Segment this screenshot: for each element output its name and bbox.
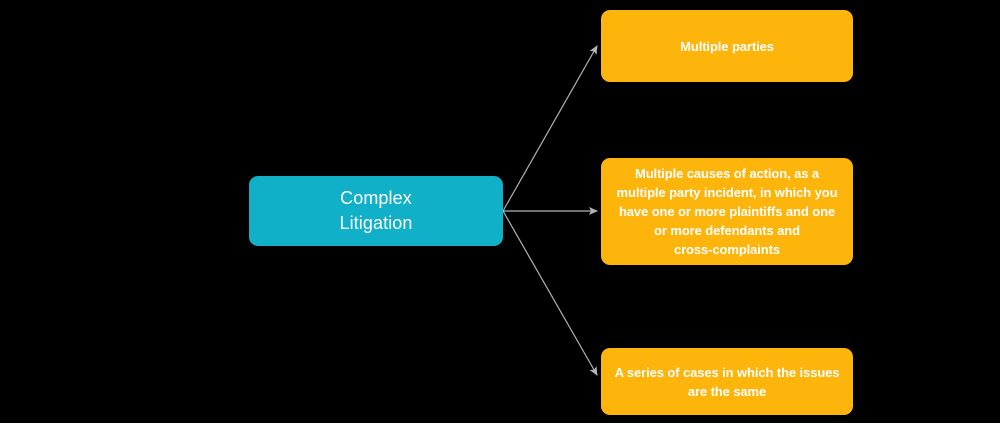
node-multiple-causes-of-action[interactable]: Multiple causes of action, as a multiple… [601, 158, 853, 265]
node-complex-litigation-label: Complex Litigation [339, 188, 413, 233]
node-series-of-cases-label: A series of cases in which the issues ar… [614, 364, 840, 399]
node-series-of-cases[interactable]: A series of cases in which the issues ar… [601, 348, 853, 415]
edge-root-to-multiple-parties [502, 45, 598, 212]
node-multiple-parties-label: Multiple parties [680, 38, 774, 54]
node-multiple-parties[interactable]: Multiple parties [601, 10, 853, 82]
edge-root-to-series-of-cases [502, 210, 598, 376]
node-complex-litigation[interactable]: Complex Litigation [249, 176, 503, 246]
node-multiple-causes-of-action-label: Multiple causes of action, as a multiple… [616, 166, 838, 257]
